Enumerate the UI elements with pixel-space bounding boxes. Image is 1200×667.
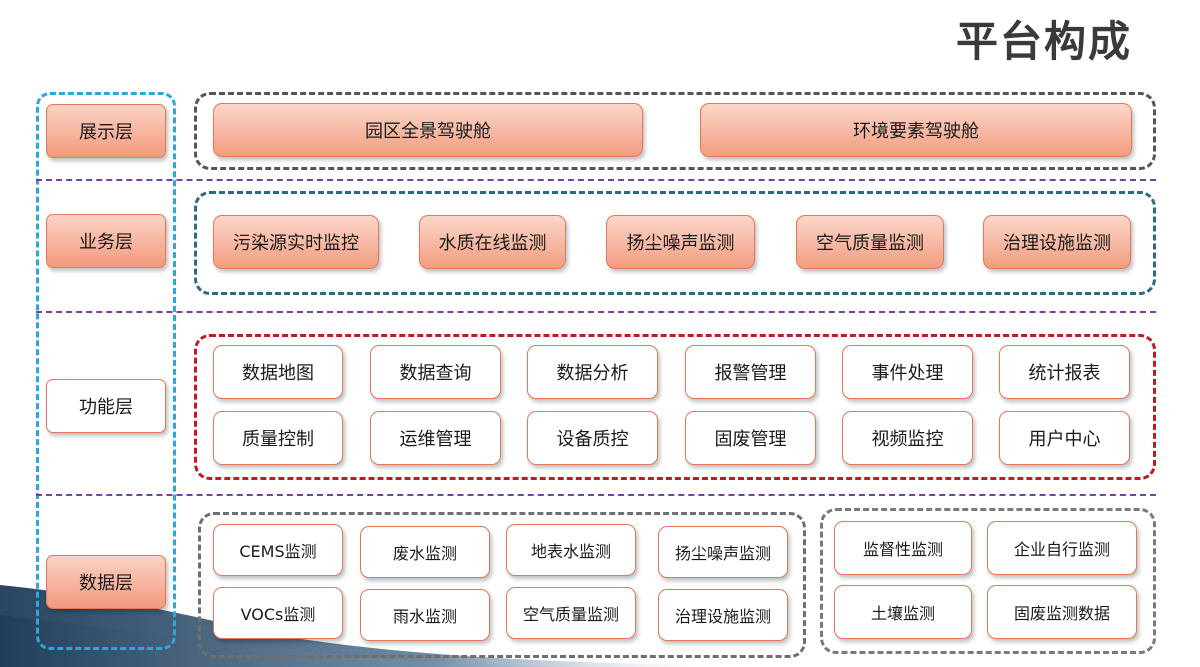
layer-function: 功能层 xyxy=(46,379,166,433)
function-item: 数据地图 xyxy=(213,345,343,399)
layer-column-frame xyxy=(36,92,176,650)
layer-business: 业务层 xyxy=(46,214,166,268)
data-left-group-frame xyxy=(198,512,806,658)
layer-divider-3 xyxy=(36,494,1156,496)
layer-divider-1 xyxy=(36,179,1156,181)
business-item: 治理设施监测 xyxy=(983,215,1131,269)
data-source-item: 企业自行监测 xyxy=(987,521,1137,575)
function-item: 统计报表 xyxy=(999,345,1130,399)
data-source-item: CEMS监测 xyxy=(213,524,343,576)
function-item: 设备质控 xyxy=(527,411,658,465)
layer-data: 数据层 xyxy=(46,555,166,609)
page-title: 平台构成 xyxy=(955,17,1132,66)
function-item: 视频监控 xyxy=(842,411,973,465)
function-item: 事件处理 xyxy=(842,345,973,399)
data-right-group-frame xyxy=(820,508,1156,654)
layer-display: 展示层 xyxy=(46,104,166,158)
data-source-item: 废水监测 xyxy=(360,526,490,578)
data-source-item: VOCs监测 xyxy=(213,587,343,639)
function-item: 数据查询 xyxy=(370,345,501,399)
display-item-park-cockpit: 园区全景驾驶舱 xyxy=(213,103,643,157)
function-item: 质量控制 xyxy=(213,411,343,465)
layer-divider-2 xyxy=(36,311,1156,313)
data-source-item: 地表水监测 xyxy=(506,524,636,576)
function-item: 固废管理 xyxy=(685,411,816,465)
data-source-item: 固废监测数据 xyxy=(987,585,1137,639)
function-item: 报警管理 xyxy=(685,345,816,399)
business-item: 空气质量监测 xyxy=(796,215,944,269)
display-group-frame xyxy=(194,92,1156,170)
function-item: 用户中心 xyxy=(999,411,1130,465)
data-source-item: 空气质量监测 xyxy=(506,587,636,639)
data-source-item: 治理设施监测 xyxy=(658,589,788,641)
business-item: 水质在线监测 xyxy=(419,215,566,269)
function-item: 运维管理 xyxy=(370,411,501,465)
data-source-item: 土壤监测 xyxy=(834,585,972,639)
data-source-item: 雨水监测 xyxy=(360,589,490,641)
data-source-item: 监督性监测 xyxy=(834,521,972,575)
function-item: 数据分析 xyxy=(527,345,658,399)
data-source-item: 扬尘噪声监测 xyxy=(658,526,788,578)
function-group-frame xyxy=(194,334,1156,480)
business-item: 扬尘噪声监测 xyxy=(606,215,755,269)
display-item-environment-cockpit: 环境要素驾驶舱 xyxy=(700,103,1132,157)
business-group-frame xyxy=(194,191,1156,295)
business-item: 污染源实时监控 xyxy=(213,215,379,269)
